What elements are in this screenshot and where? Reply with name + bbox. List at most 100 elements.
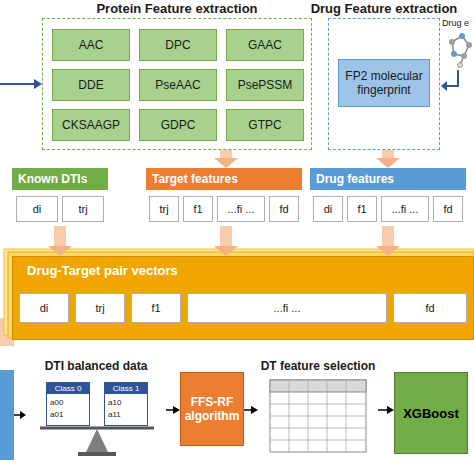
sample-item: a00 [50, 398, 63, 407]
feature-box: GAAC [226, 29, 304, 61]
flow-arrow [166, 409, 173, 411]
node-text: ...fi ... [274, 302, 301, 314]
node-text: PseAAC [155, 78, 200, 92]
table-cell: fd [393, 293, 467, 323]
feature-box: AAC [52, 29, 130, 61]
feature-box: CKSAAGP [52, 109, 130, 141]
node-text: Drug features [310, 168, 466, 190]
feature-box: PsePSSM [226, 69, 304, 101]
data-source-block [0, 370, 26, 460]
node-text: trj [78, 203, 87, 215]
process-box: FFS-RF algorithm [180, 372, 244, 446]
node-text: f1 [151, 302, 160, 314]
table-cell: f1 [131, 293, 181, 323]
molecule-arrow [441, 70, 458, 91]
block-arrow [220, 150, 232, 158]
table-cell: trj [149, 196, 179, 222]
table-cell: ...fi ... [187, 293, 387, 323]
flow-arrow [244, 409, 251, 411]
block-arrow [382, 150, 394, 158]
table-cell: di [16, 196, 58, 222]
table-group: Target features trj f1 ...fi ...fd [146, 168, 302, 226]
node-text: Class 1 [105, 383, 147, 394]
group-box: Protein Feature extractionAACDPCGAACDDEP… [42, 18, 312, 150]
molecule-icon-part [466, 42, 472, 48]
table-group: Drug features di f1 ...fi ... fd [310, 168, 466, 226]
data-source-block-part [14, 414, 20, 416]
input-arrow-part [34, 79, 42, 89]
node-text: trj [95, 302, 104, 314]
node-text: di [324, 203, 333, 215]
feature-box: PseAAC [139, 69, 217, 101]
vector-band: Drug-Target pair vectors di trj f1 ...fi ...… [12, 256, 474, 340]
table-cell: fd [433, 196, 463, 222]
block-arrow [220, 226, 232, 246]
node-text: FFS-RF algorithm [183, 395, 241, 423]
process-box: XGBoost [394, 372, 468, 454]
sample-item: a10 [108, 398, 121, 407]
balance-panel: DTI balanced dataClass 0 Class 1 [26, 358, 166, 466]
node-text: DPC [165, 38, 190, 52]
node-text: Drug Feature extraction [289, 1, 474, 16]
node-text: fd [425, 302, 434, 314]
table-cell: fd [269, 196, 299, 222]
node-text: di [33, 203, 42, 215]
table-group: Known DTIs di trj [12, 168, 108, 226]
feature-box: DPC [139, 29, 217, 61]
data-source-block-part [20, 411, 26, 419]
data-source-block-part [0, 370, 14, 460]
balance-scale-part [78, 452, 116, 456]
node-text: XGBoost [403, 406, 459, 421]
node-text: GAAC [248, 38, 282, 52]
feature-table-part [270, 380, 366, 452]
node-text: DDE [78, 78, 103, 92]
feature-box: GDPC [139, 109, 217, 141]
molecule-icon-part [461, 53, 467, 59]
selection-panel: DT feature selection [258, 358, 378, 466]
node-text: f1 [357, 203, 366, 215]
molecule-arrow-part [447, 70, 458, 86]
node-text: f1 [193, 203, 202, 215]
feature-table-part [270, 380, 366, 452]
node-text: di [40, 302, 49, 314]
node-text: Known DTIs [12, 168, 108, 190]
table-cell: ...fi ... [217, 196, 265, 222]
molecule-icon-part [451, 51, 457, 57]
flow-arrow [378, 409, 387, 411]
stacked-layers [0, 249, 474, 346]
node-text: Target features [146, 168, 302, 190]
molecule-icon [449, 33, 472, 68]
node-text: Drug-Target pair vectors [13, 257, 473, 278]
node-text: AAC [79, 38, 104, 52]
node-text: Class 0 [47, 383, 89, 394]
molecule-arrow-part [441, 81, 447, 91]
feature-table [270, 380, 366, 452]
node-text: DTI balanced data [26, 358, 166, 373]
feature-box: FP2 molecular fingerprint [338, 59, 430, 107]
node-text: FP2 molecular fingerprint [341, 69, 427, 97]
block-arrow [382, 226, 394, 246]
icon-label: Drug e [442, 18, 469, 28]
node-text: GTPC [248, 118, 281, 132]
table-cell: f1 [183, 196, 213, 222]
sample-item: a11 [108, 410, 121, 419]
node-text: trj [159, 203, 168, 215]
feature-box: GTPC [226, 109, 304, 141]
node-text: fd [443, 203, 452, 215]
balance-scale [40, 428, 154, 456]
table-cell: trj [62, 196, 104, 222]
table-cell: di [313, 196, 343, 222]
input-arrow [0, 79, 42, 89]
table-cell: ...fi ... [381, 196, 429, 222]
molecule-icon-part [449, 39, 455, 45]
node-text: DT feature selection [258, 358, 378, 373]
molecule-icon-part [458, 63, 463, 68]
feature-box: DDE [52, 69, 130, 101]
node-text: Protein Feature extraction [3, 1, 351, 16]
table-cell: f1 [347, 196, 377, 222]
node-text: GDPC [161, 118, 196, 132]
block-arrow [54, 226, 66, 246]
group-box: Drug Feature extractionFP2 molecular fin… [328, 18, 440, 150]
node-text: ...fi ... [392, 203, 419, 215]
